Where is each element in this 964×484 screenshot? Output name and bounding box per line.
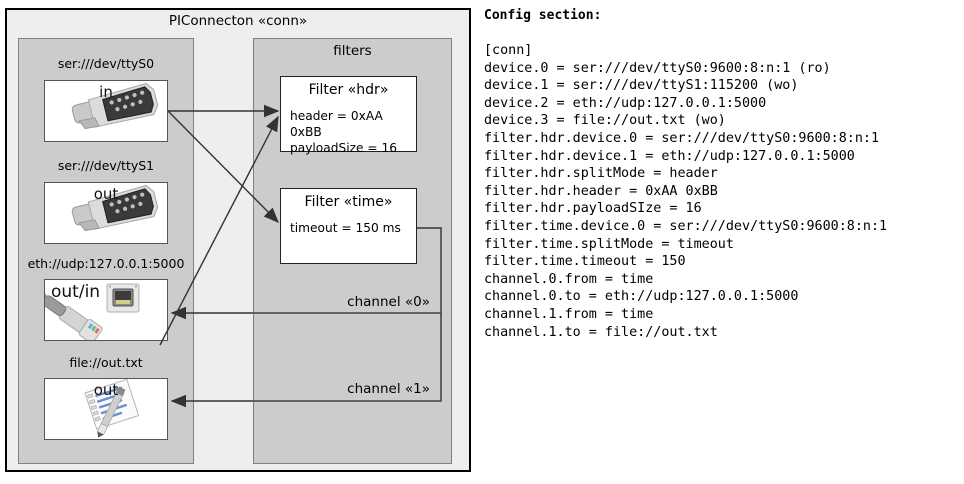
device-caption-3: file://out.txt: [69, 355, 143, 370]
filters-panel-title: filters: [333, 43, 372, 59]
device-direction-label-3: out: [93, 381, 119, 399]
filter-prop: header = 0xAA 0xBB: [290, 109, 383, 139]
device-direction-label-2: out/in: [51, 282, 101, 302]
device-caption-2: eth://udp:127.0.0.1:5000: [27, 256, 185, 271]
config-heading: Config section:: [484, 8, 602, 23]
filter-prop: payloadSize = 16: [290, 141, 397, 155]
device-caption-1: ser:///dev/ttyS1: [57, 158, 155, 173]
serial-db9-icon: [71, 184, 159, 232]
notepad-pencil-icon: [84, 379, 140, 438]
ethernet-rj45-icon: [45, 283, 140, 340]
architecture-diagram: PIConnecton «conn» ser:///dev/ttyS0 in: [0, 0, 478, 484]
filter-props-time: timeout = 150 ms: [290, 220, 401, 236]
config-section: Config section: [conn] device.0 = ser://…: [484, 0, 964, 484]
config-text: [conn] device.0 = ser:///dev/ttyS0:9600:…: [484, 43, 888, 340]
outer-frame-title: PIConnecton «conn»: [168, 13, 308, 29]
device-box-1[interactable]: out: [44, 182, 168, 244]
channel-label-1: channel «1»: [347, 381, 430, 397]
filter-box-hdr[interactable]: Filter «hdr» header = 0xAA 0xBB payloadS…: [280, 76, 417, 155]
channel-label-0: channel «0»: [347, 294, 430, 310]
filter-title-time: Filter «time»: [304, 194, 393, 210]
serial-db9-icon: [71, 82, 159, 130]
device-box-3[interactable]: out: [44, 378, 168, 440]
filter-title-hdr: Filter «hdr»: [308, 82, 389, 98]
device-box-0[interactable]: in: [44, 80, 168, 142]
filter-props-hdr: header = 0xAA 0xBB payloadSize = 16: [290, 108, 416, 156]
filter-box-time[interactable]: Filter «time» timeout = 150 ms: [280, 188, 417, 264]
device-box-2[interactable]: out/in: [44, 279, 168, 341]
device-direction-label-1: out: [93, 185, 119, 203]
device-caption-0: ser:///dev/ttyS0: [57, 56, 155, 71]
filter-prop: timeout = 150 ms: [290, 221, 401, 235]
device-direction-label-0: in: [99, 83, 113, 101]
